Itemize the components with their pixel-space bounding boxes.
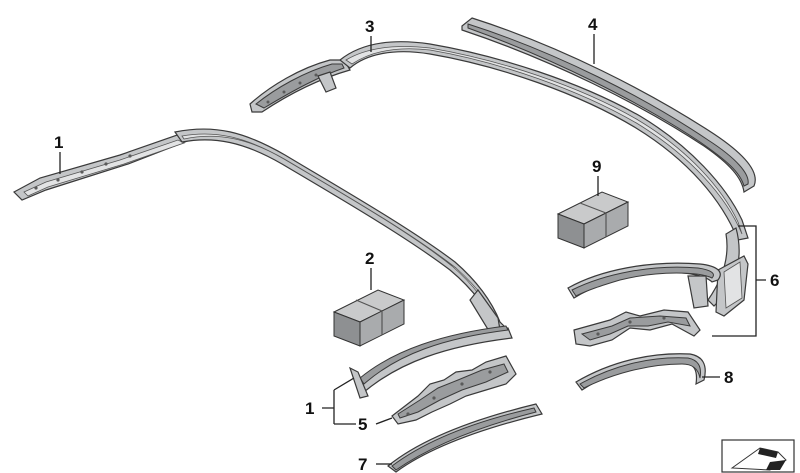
- callout-6: 6: [770, 271, 779, 290]
- callout-7: 7: [358, 455, 367, 473]
- part-4-roof-edge-trim[interactable]: [461, 17, 756, 193]
- leader-bracket-1-5: [322, 377, 356, 425]
- callout-1-top: 1: [54, 133, 63, 152]
- part-7-lower-trim[interactable]: [387, 403, 543, 473]
- part-2-box[interactable]: [332, 289, 406, 347]
- callout-2: 2: [365, 249, 374, 268]
- arrow-icon: [721, 439, 795, 473]
- callout-3: 3: [365, 17, 374, 36]
- callout-1-bottom: 1: [305, 399, 314, 418]
- part-1-roof-frame-seal[interactable]: [13, 128, 513, 399]
- part-8-arch-trim[interactable]: [575, 353, 706, 391]
- part-3-roof-frame-seal[interactable]: [249, 41, 749, 317]
- callout-5: 5: [358, 415, 367, 434]
- leader-bracket-6: [712, 225, 766, 337]
- callout-9: 9: [592, 157, 601, 176]
- part-6-seal-set[interactable]: [567, 262, 721, 347]
- callout-8: 8: [724, 368, 733, 387]
- callout-4: 4: [588, 15, 598, 34]
- part-5-mounting-bracket[interactable]: [391, 355, 517, 425]
- leader-lines: [59, 34, 766, 465]
- leader-5: [375, 417, 393, 425]
- part-9-box[interactable]: [556, 191, 630, 249]
- callout-labels: 1 2 3 4 9 6 8 1 5 7: [54, 15, 779, 473]
